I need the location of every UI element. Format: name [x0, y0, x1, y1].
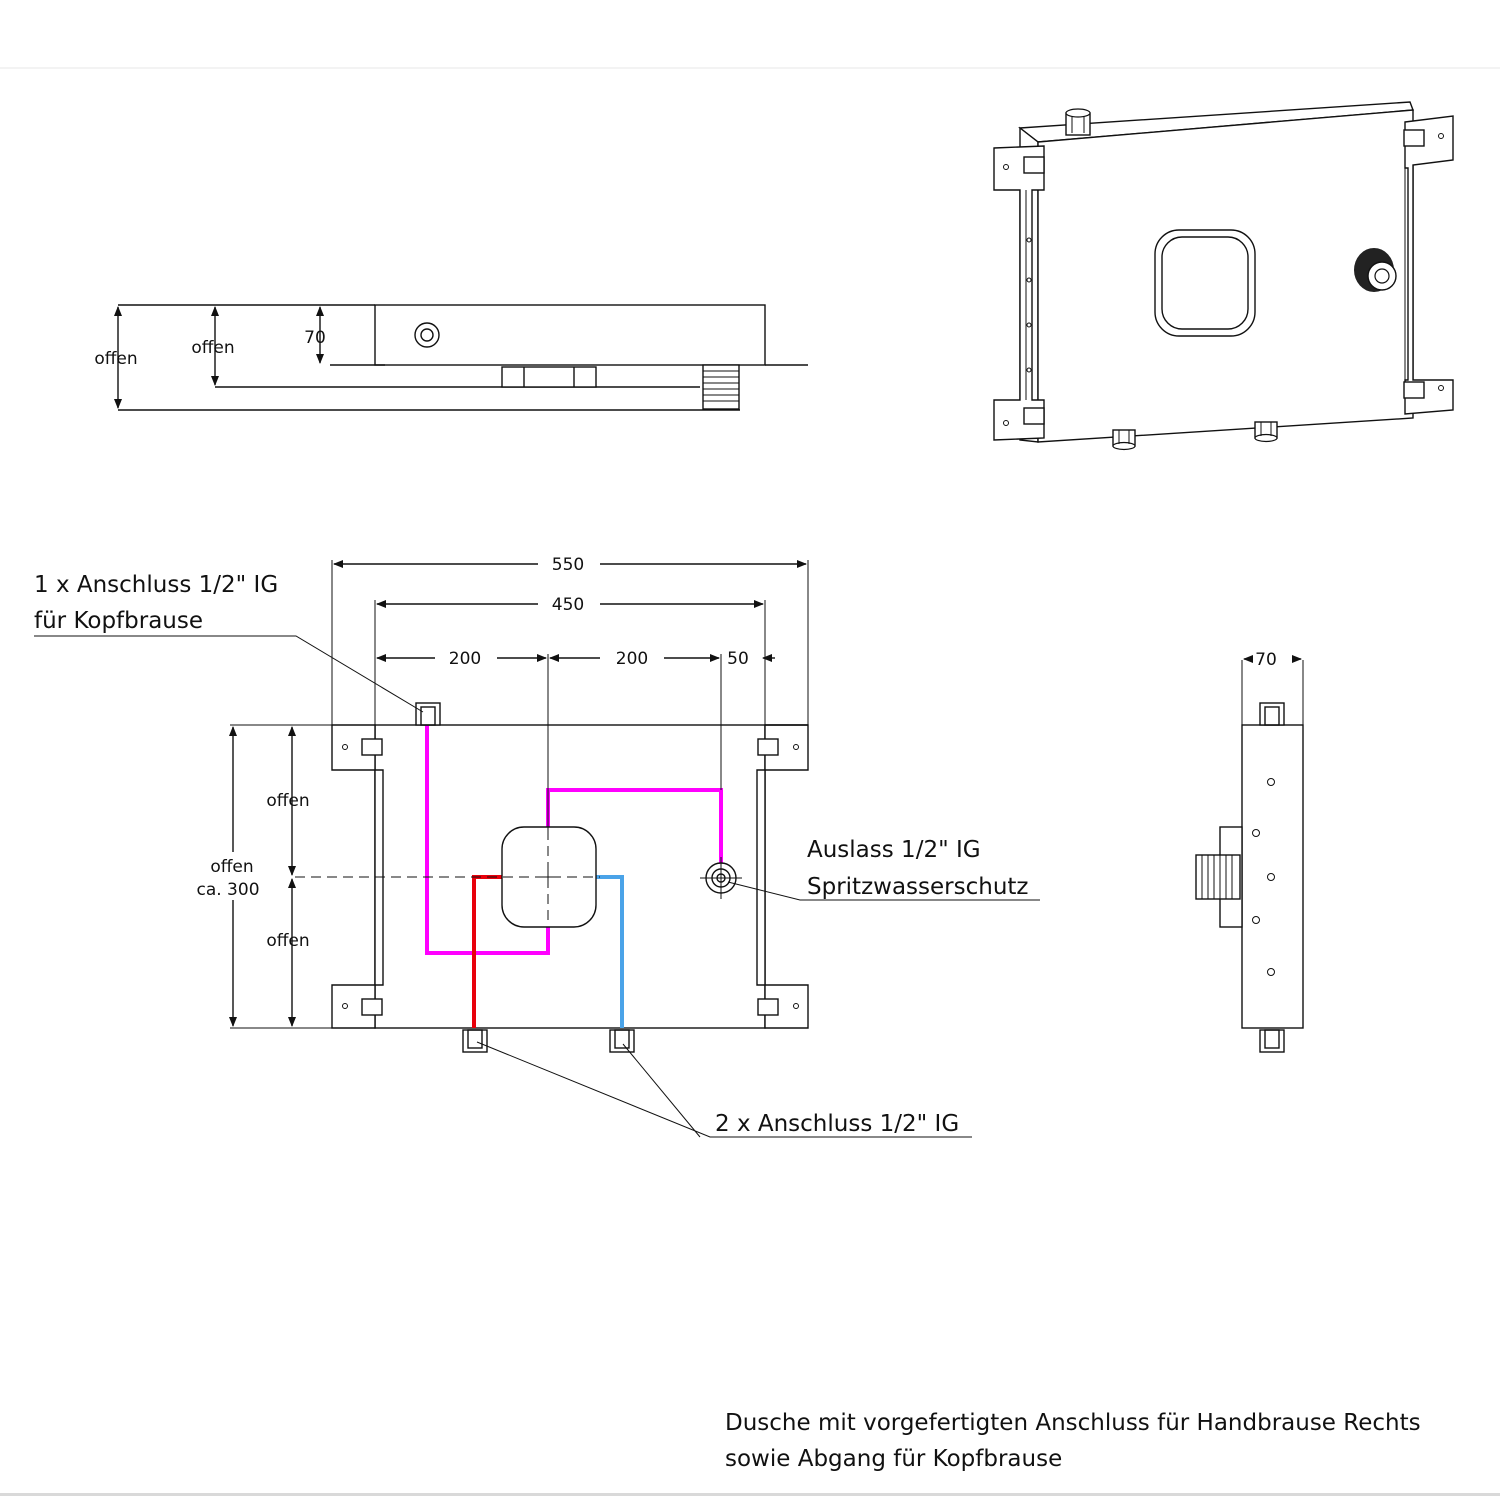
end-dim-depth: 70 — [1255, 650, 1277, 670]
front-top-connector — [415, 702, 441, 726]
side-view-body-plate — [501, 366, 597, 388]
dim-overall-width: 550 — [552, 555, 584, 575]
front-bottom-connector-hot — [462, 1029, 488, 1053]
bottom-divider — [0, 1493, 1500, 1496]
height-label-total-1: offen — [210, 857, 253, 877]
front-right-bracket — [756, 724, 809, 1029]
callout-outlet-2: Spritzwasserschutz — [807, 874, 1029, 900]
front-outlet — [700, 857, 742, 899]
height-label-lower: offen — [266, 931, 309, 951]
leader-bottom-hot — [476, 1041, 972, 1138]
leader-top-connection — [34, 635, 424, 713]
end-thread-connector — [1195, 854, 1241, 900]
height-label-upper: offen — [266, 791, 309, 811]
side-view: offen offen 70 — [94, 304, 808, 411]
isometric-view — [993, 101, 1454, 451]
side-label-outer: offen — [94, 349, 137, 369]
height-label-total-2: ca. 300 — [196, 880, 259, 900]
callout-top-connection-1: 1 x Anschluss 1/2" IG — [34, 572, 278, 598]
side-label-inner: offen — [191, 338, 234, 358]
dim-middle-segment: 200 — [616, 649, 648, 669]
top-divider — [0, 67, 1500, 69]
caption-line-1: Dusche mit vorgefertigten Anschluss für … — [725, 1410, 1421, 1436]
side-label-depth: 70 — [304, 328, 326, 348]
leader-bottom-cold — [622, 1043, 701, 1138]
dim-right-segment: 50 — [727, 649, 749, 669]
callout-outlet-1: Auslass 1/2" IG — [807, 837, 981, 863]
iso-bottom-connector-left — [1112, 429, 1136, 451]
iso-control-cutout — [1154, 229, 1256, 337]
end-bottom-connector — [1259, 1029, 1285, 1053]
dim-left-segment: 200 — [449, 649, 481, 669]
end-view: 70 — [1195, 650, 1304, 1053]
iso-top-connector — [1065, 108, 1091, 136]
end-top-connector — [1259, 702, 1285, 726]
caption-line-2: sowie Abgang für Kopfbrause — [725, 1446, 1062, 1472]
side-view-box — [374, 304, 766, 366]
side-view-thread-connector — [702, 364, 740, 410]
callout-top-connection-2: für Kopfbrause — [34, 608, 203, 634]
side-view-outlet — [414, 322, 440, 348]
iso-left-rail — [993, 145, 1045, 441]
pipe-cold — [596, 875, 624, 1028]
dim-inner-width: 450 — [552, 595, 584, 615]
front-bottom-connector-cold — [609, 1029, 635, 1053]
end-body — [1241, 724, 1304, 1029]
leader-outlet — [727, 881, 1040, 901]
iso-outlet — [1354, 248, 1397, 292]
callout-bottom-connections: 2 x Anschluss 1/2" IG — [715, 1111, 959, 1137]
iso-right-rail — [1404, 115, 1454, 415]
front-view: 550 450 200 200 50 offen offen offen ca.… — [34, 555, 1040, 1138]
iso-bottom-connector-right — [1254, 421, 1278, 443]
